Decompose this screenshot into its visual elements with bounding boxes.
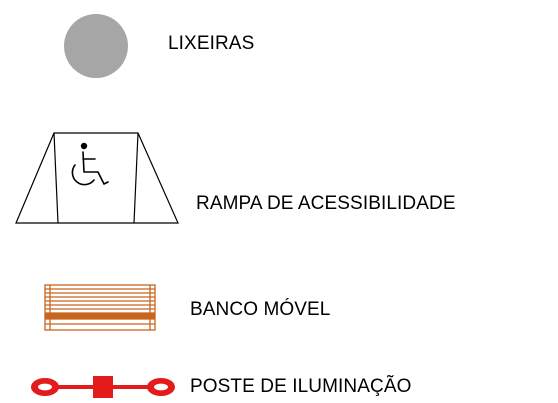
- lamp-post-icon: [31, 376, 175, 398]
- trash-bin-circle-icon: [64, 14, 128, 78]
- legend-label-poste: POSTE DE ILUMINAÇÃO: [190, 376, 412, 397]
- legend-label-banco: BANCO MÓVEL: [190, 299, 331, 320]
- movable-bench-icon: [44, 284, 156, 331]
- accessibility-ramp-icon: [15, 132, 179, 224]
- legend-label-lixeiras: LIXEIRAS: [168, 33, 255, 54]
- legend-label-rampa: RAMPA DE ACESSIBILIDADE: [196, 193, 456, 214]
